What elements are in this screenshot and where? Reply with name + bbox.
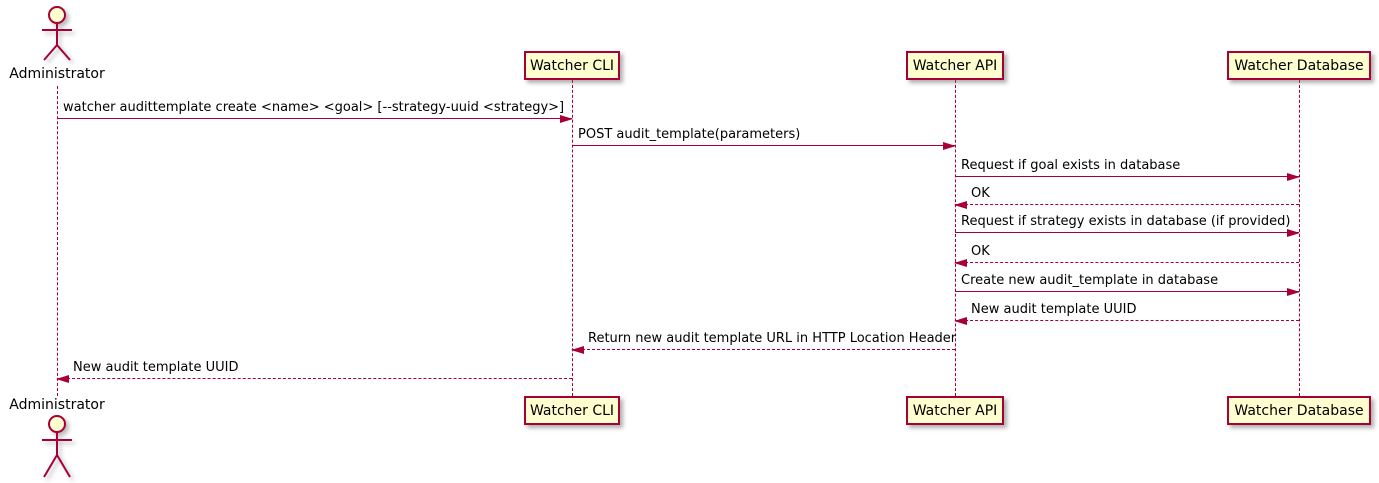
message-7: Create new audit_template in database: [955, 271, 1300, 296]
message-2-text: POST audit_template(parameters): [578, 127, 801, 142]
arrowhead-right-icon: [1287, 288, 1300, 296]
message-8-text: New audit template UUID: [971, 302, 1137, 317]
administrator-actor-icon: [42, 415, 72, 478]
lifeline-watcher-database: [1299, 80, 1300, 396]
message-10-text: New audit template UUID: [73, 360, 239, 375]
administrator-label-top: Administrator: [9, 66, 105, 82]
message-3-text: Request if goal exists in database: [961, 158, 1181, 173]
administrator-actor-icon: [42, 6, 72, 61]
message-6-text: OK: [971, 244, 990, 259]
message-7-line: [955, 291, 1299, 292]
participant-watcher-api-top: Watcher API: [906, 51, 1004, 80]
message-2: POST audit_template(parameters): [572, 125, 956, 150]
message-6: OK: [954, 242, 1299, 267]
message-7-text: Create new audit_template in database: [961, 273, 1219, 288]
message-3: Request if goal exists in database: [955, 156, 1300, 181]
message-5-text: Request if strategy exists in database (…: [961, 214, 1291, 229]
message-6-line: [955, 262, 1299, 263]
lifeline-watcher-api: [955, 80, 956, 396]
arrowhead-left-icon: [954, 259, 967, 267]
message-2-line: [572, 145, 955, 146]
arrowhead-left-icon: [954, 201, 967, 209]
message-1-text: watcher audittemplate create <name> <goa…: [63, 100, 565, 115]
message-5: Request if strategy exists in database (…: [955, 212, 1300, 237]
lifeline-administrator: [57, 86, 58, 396]
message-3-line: [955, 176, 1299, 177]
message-9-text: Return new audit template URL in HTTP Lo…: [588, 331, 957, 346]
lifeline-watcher-cli: [572, 80, 573, 396]
message-1: watcher audittemplate create <name> <goa…: [57, 98, 573, 123]
arrowhead-right-icon: [1287, 229, 1300, 237]
arrowhead-left-icon: [954, 317, 967, 325]
participant-watcher-api-bottom: Watcher API: [906, 396, 1004, 425]
message-8-line: [955, 320, 1299, 321]
arrowhead-right-icon: [1287, 173, 1300, 181]
participant-watcher-database-bottom: Watcher Database: [1227, 396, 1371, 425]
arrowhead-left-icon: [56, 375, 69, 383]
message-1-line: [57, 118, 572, 119]
message-5-line: [955, 232, 1299, 233]
message-10-line: [57, 378, 572, 379]
message-4-line: [955, 204, 1299, 205]
administrator-label-bottom: Administrator: [9, 397, 105, 413]
arrowhead-right-icon: [560, 115, 573, 123]
arrowhead-left-icon: [571, 346, 584, 354]
message-8: New audit template UUID: [954, 300, 1299, 325]
participant-watcher-cli-top: Watcher CLI: [524, 51, 620, 80]
message-4-text: OK: [971, 186, 990, 201]
message-9-line: [572, 349, 955, 350]
participant-watcher-database-top: Watcher Database: [1227, 51, 1371, 80]
participant-watcher-cli-bottom: Watcher CLI: [524, 396, 620, 425]
message-9: Return new audit template URL in HTTP Lo…: [571, 329, 957, 354]
message-4: OK: [954, 184, 1299, 209]
message-10: New audit template UUID: [56, 358, 572, 383]
arrowhead-right-icon: [943, 142, 956, 150]
